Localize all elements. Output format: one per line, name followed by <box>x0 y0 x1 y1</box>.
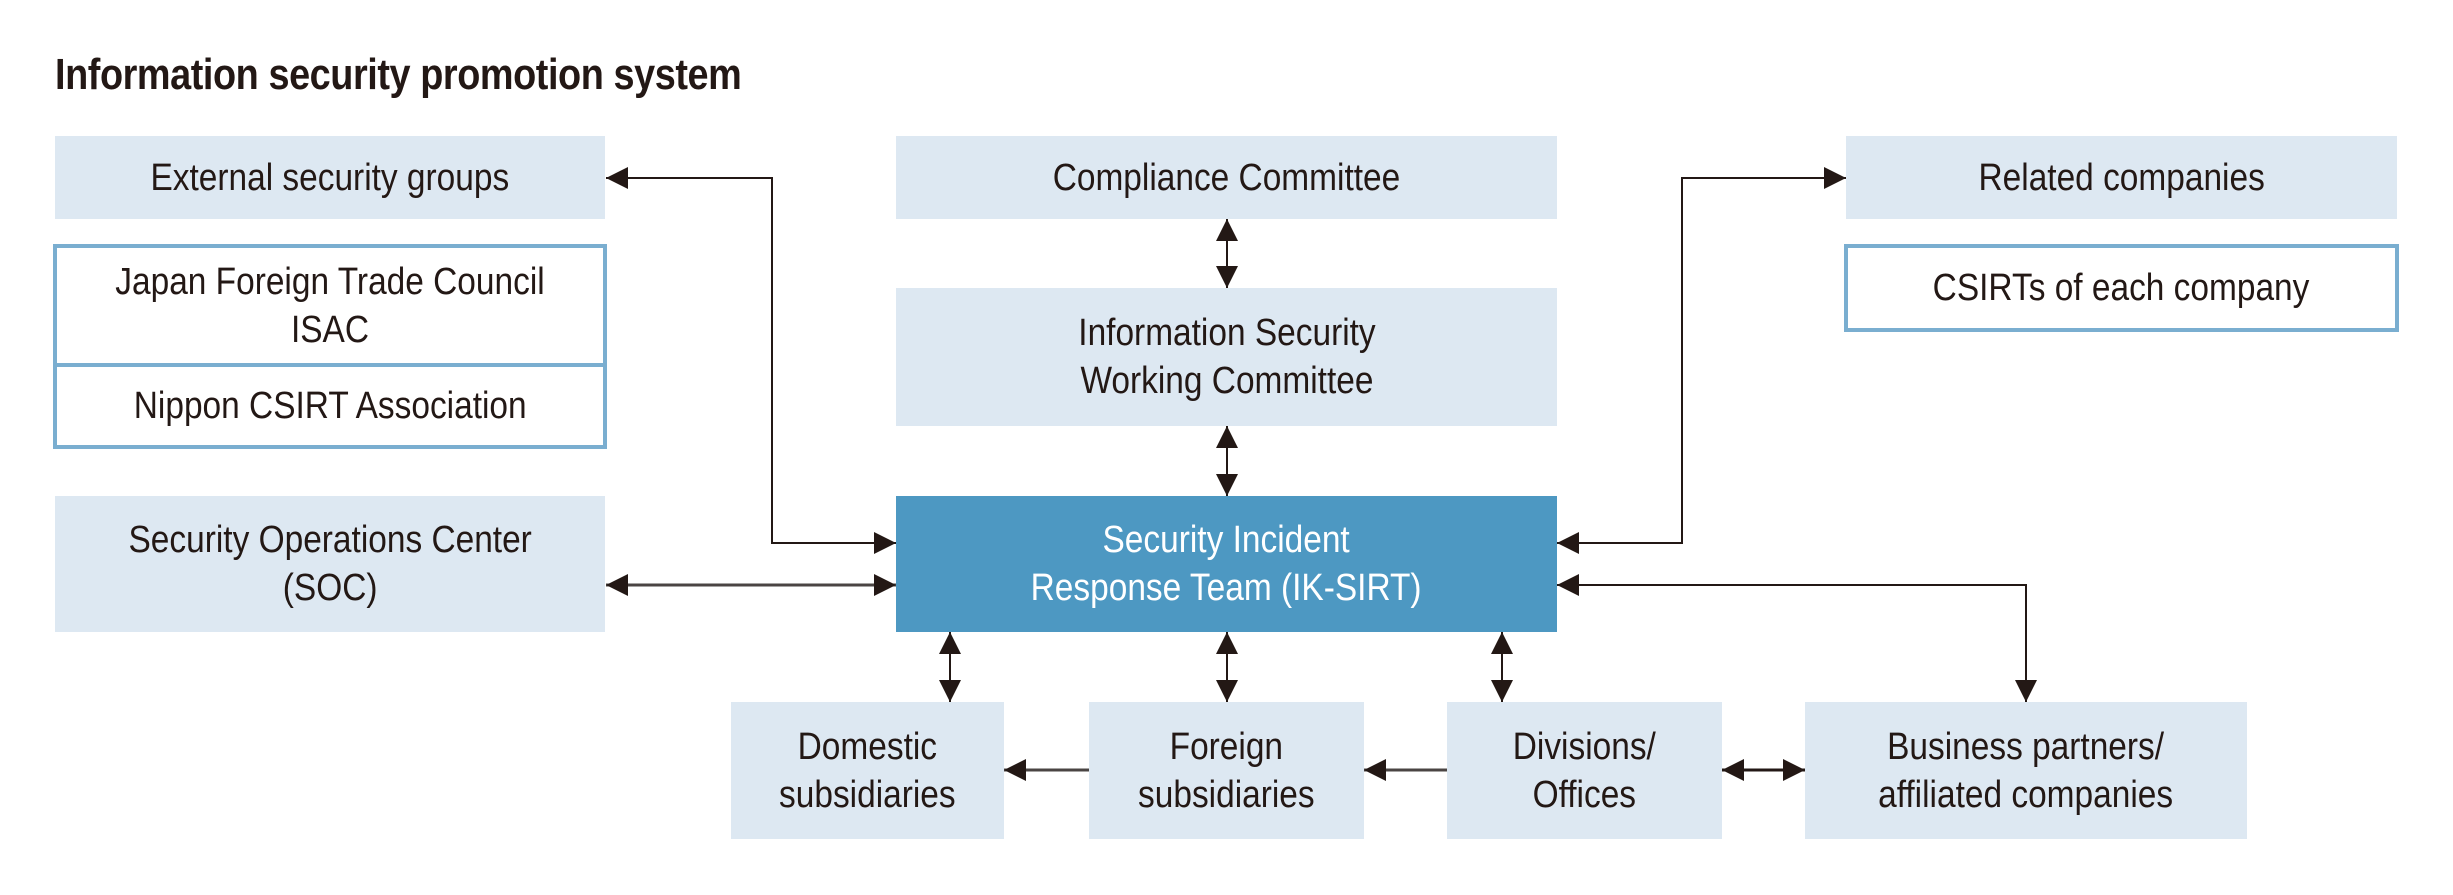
node-nippon-csirt-association: Nippon CSIRT Association <box>53 363 607 449</box>
node-label: Foreign subsidiaries <box>1138 725 1315 816</box>
node-label: CSIRTs of each company <box>1933 267 2310 309</box>
node-soc: Security Operations Center (SOC) <box>55 496 605 632</box>
node-label: Nippon CSIRT Association <box>133 385 527 427</box>
node-label: Security Operations Center (SOC) <box>128 519 532 609</box>
node-label: Information Security Working Committee <box>1077 312 1376 402</box>
node-label: Divisions/ Offices <box>1512 725 1657 816</box>
node-domestic-subsidiaries: Domestic subsidiaries <box>731 702 1004 839</box>
node-information-security-working-committee: Information Security Working Committee <box>896 288 1557 426</box>
node-related-companies: Related companies <box>1846 136 2397 219</box>
node-csirts-of-each-company: CSIRTs of each company <box>1844 244 2399 332</box>
edge-business <box>1557 574 2037 702</box>
edge-related <box>1557 167 1846 554</box>
edge-external-groups <box>606 167 896 554</box>
node-label: External security groups <box>150 156 510 199</box>
node-label: Security Incident Response Team (IK-SIRT… <box>1031 519 1422 609</box>
node-label: Related companies <box>1978 156 2265 199</box>
node-external-security-groups: External security groups <box>55 136 605 219</box>
node-ik-sirt: Security Incident Response Team (IK-SIRT… <box>896 496 1557 632</box>
diagram-title: Information security promotion system <box>55 50 742 99</box>
node-business-partners: Business partners/ affiliated companies <box>1805 702 2247 839</box>
node-label: Japan Foreign Trade Council ISAC <box>115 260 545 351</box>
node-label: Compliance Committee <box>1052 156 1401 199</box>
node-compliance-committee: Compliance Committee <box>896 136 1557 219</box>
node-label: Domestic subsidiaries <box>779 725 956 816</box>
node-label: Business partners/ affiliated companies <box>1878 725 2174 816</box>
node-foreign-subsidiaries: Foreign subsidiaries <box>1089 702 1364 839</box>
node-divisions-offices: Divisions/ Offices <box>1447 702 1722 839</box>
node-jftc-isac: Japan Foreign Trade Council ISAC <box>53 244 607 367</box>
